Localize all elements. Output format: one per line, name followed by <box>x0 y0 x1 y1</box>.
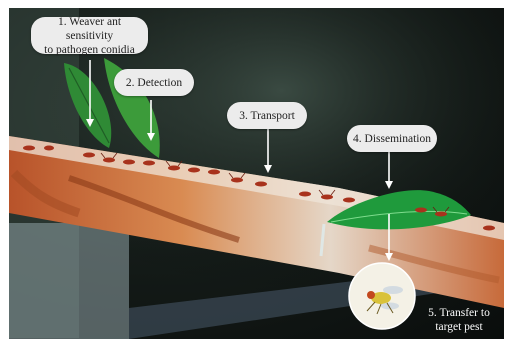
callout-step-4: 4. Dissemination <box>347 125 437 152</box>
ant-photo <box>9 8 504 339</box>
bottom-left-blur <box>9 223 129 339</box>
photo-scene <box>9 8 504 339</box>
callout-step-2: 2. Detection <box>114 69 194 96</box>
step-1-label: 1. Weaver ant sensitivity to pathogen co… <box>37 15 142 57</box>
step-5-label: 5. Transfer to target pest <box>420 292 498 334</box>
step-3-label: 3. Transport <box>239 109 295 123</box>
callout-step-1: 1. Weaver ant sensitivity to pathogen co… <box>31 17 148 54</box>
step-4-label: 4. Dissemination <box>353 132 431 146</box>
callout-step-3: 3. Transport <box>227 102 307 129</box>
step-2-label: 2. Detection <box>126 76 182 90</box>
